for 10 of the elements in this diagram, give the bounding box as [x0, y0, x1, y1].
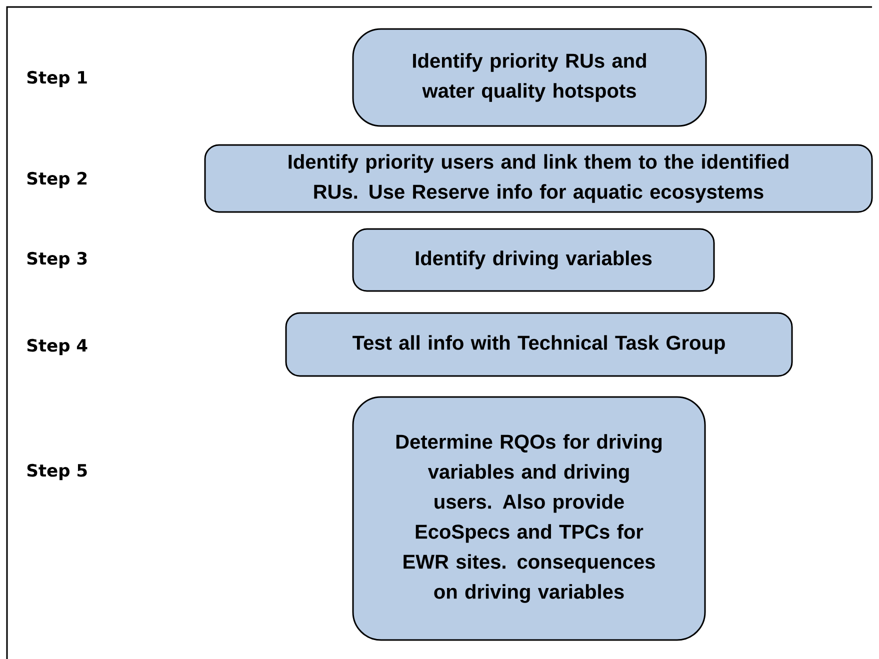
step-box: Identify priority RUs and water quality hotspots: [352, 28, 707, 127]
step-label: Step 5: [27, 464, 87, 480]
step-label: Step 1: [27, 70, 87, 88]
step-label: Step 4: [27, 338, 88, 356]
step-label: Step 2: [27, 172, 87, 188]
step-box: Determine RQOs for driving variables and driving users. Also provide EcoSpecs and TPCs for EWR sites. consequences on driving variables: [352, 396, 706, 641]
step-box: Identify priority users and link them to the identified RUs. Use Reserve info for aquatic ecosystems: [204, 144, 873, 213]
step-box: Identify driving variables: [352, 228, 715, 292]
step-box: Test all info with Technical Task Group: [285, 312, 793, 377]
step-label: Step 3: [27, 252, 87, 268]
